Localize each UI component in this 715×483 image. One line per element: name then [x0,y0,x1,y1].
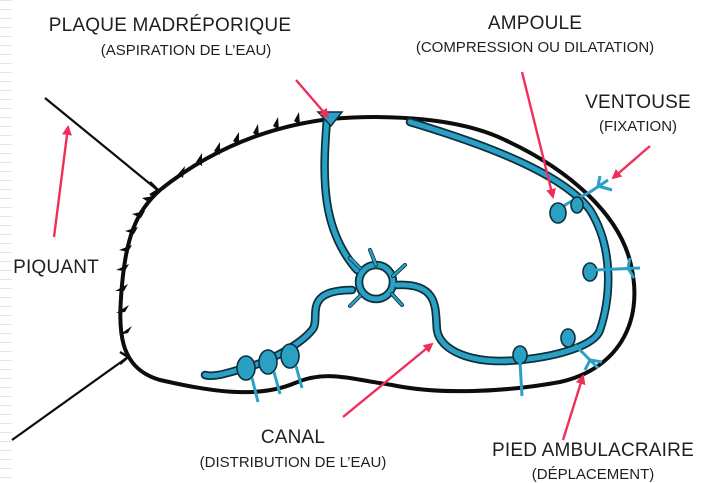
label-plaque-sub: (ASPIRATION DE L’EAU) [101,43,272,58]
ampulla [561,329,575,347]
arrow-piquant [54,127,68,237]
label-piquant: PIQUANT [13,258,99,277]
left-radial-canal [205,290,352,376]
label-ventouse-title: VENTOUSE [585,93,691,112]
label-pied-title: PIED AMBULACRAIRE [492,441,694,460]
label-canal-title: CANAL [261,428,325,447]
ring-canal [359,265,393,299]
label-plaque-title: PLAQUE MADRÉPORIQUE [49,16,291,35]
arrow-ventouse [613,146,650,178]
label-ventouse-sub: (FIXATION) [599,119,677,134]
label-pied-sub: (DÉPLACEMENT) [532,467,655,482]
arrow-pied [563,376,583,440]
thorns [115,112,300,335]
ampulla [281,344,299,368]
arrow-ampoule [522,72,553,197]
ampulla [259,350,277,374]
label-ampoule-title: AMPOULE [488,14,582,33]
tube-foot [590,176,612,192]
tube-foot [575,345,602,370]
ampulla [550,203,566,223]
ampulla [583,263,597,281]
arrow-plaque [296,80,328,117]
tube-foot [595,258,640,278]
label-ampoule-sub: (COMPRESSION OU DILATATION) [416,40,654,55]
ampulla [571,197,583,213]
canal-system [205,119,608,376]
spine-bottom [12,357,128,440]
ampulla [237,356,255,380]
ampulla [513,346,527,364]
label-canal-sub: (DISTRIBUTION DE L’EAU) [200,455,387,470]
tube-feet [237,176,640,402]
